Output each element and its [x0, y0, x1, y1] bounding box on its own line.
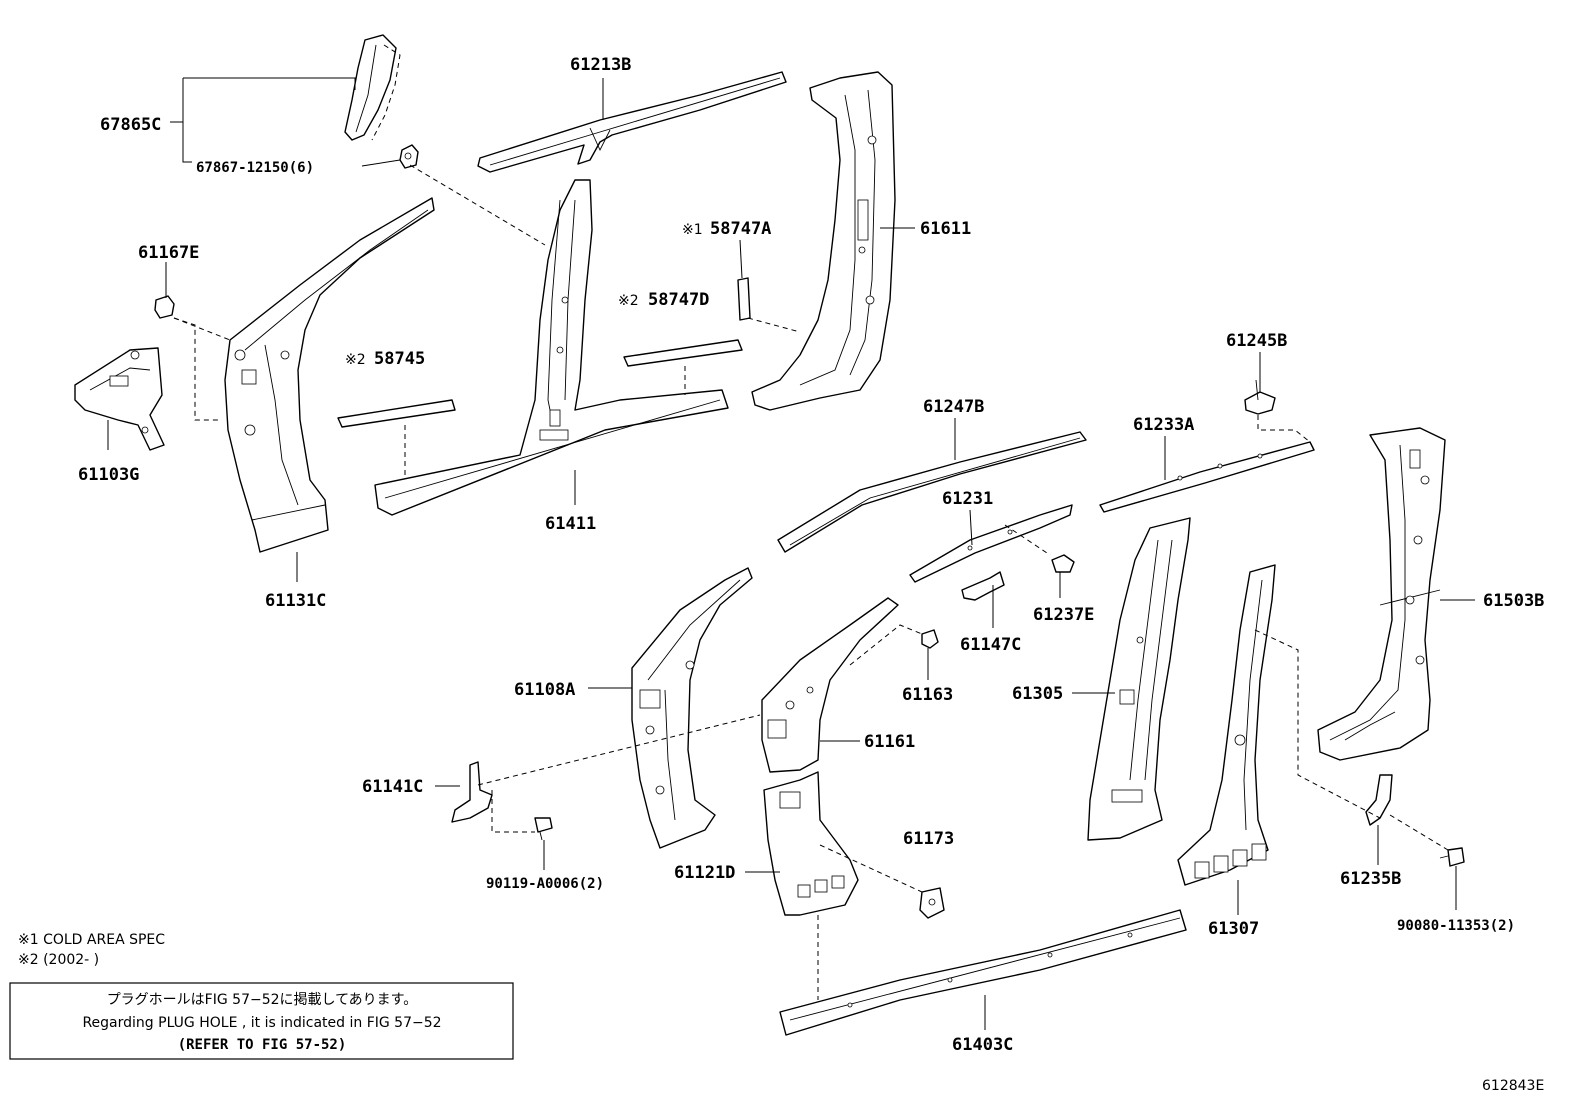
- part-61307: [1177, 564, 1276, 886]
- part-61173: [919, 887, 945, 919]
- label-90080: 90080-11353(2): [1397, 918, 1515, 934]
- part-61403c: [779, 909, 1187, 1036]
- label-61235b: 61235B: [1340, 869, 1401, 889]
- part-61131c: [224, 197, 435, 553]
- label-61237e: 61237E: [1033, 605, 1094, 625]
- plug-hole-info-box: プラグホールはFIG 57−52に掲載してあります。 Regarding PLU…: [9, 982, 514, 1060]
- label-58747a: 58747A: [710, 219, 771, 239]
- part-61103g: [74, 347, 165, 451]
- part-61141c: [451, 761, 493, 823]
- label-61247b: 61247B: [923, 397, 984, 417]
- label-67865c: 67865C: [100, 115, 161, 135]
- label-58745: 58745: [374, 349, 425, 369]
- part-61233a: [1099, 441, 1315, 513]
- label-61163: 61163: [902, 685, 953, 705]
- part-58747d: [623, 339, 743, 367]
- part-61121d: [763, 771, 859, 916]
- part-61147c: [961, 571, 1005, 601]
- part-61108a: [631, 567, 753, 849]
- assembly-lines: [173, 164, 1449, 1000]
- leader-lines: [107, 77, 1475, 1030]
- mark-58747a: ※1: [682, 222, 703, 238]
- part-61231: [909, 504, 1073, 583]
- info-line-jp: プラグホールはFIG 57−52に掲載してあります。: [107, 992, 418, 1008]
- label-61233a: 61233A: [1133, 415, 1194, 435]
- part-58745: [337, 399, 456, 428]
- part-67865c: [344, 34, 401, 141]
- label-61131c: 61131C: [265, 591, 326, 611]
- label-61161: 61161: [864, 732, 915, 752]
- mark-58747d: ※2: [618, 293, 639, 309]
- info-line-en: Regarding PLUG HOLE , it is indicated in…: [82, 1015, 441, 1031]
- label-90119: 90119-A0006(2): [486, 876, 604, 892]
- label-61141c: 61141C: [362, 777, 423, 797]
- note-cold-area: ※1 COLD AREA SPEC: [18, 932, 165, 948]
- label-67867: 67867-12150(6): [196, 160, 314, 176]
- part-61167e: [154, 295, 175, 319]
- label-61307: 61307: [1208, 919, 1259, 939]
- label-61108a: 61108A: [514, 680, 575, 700]
- part-61237e: [1051, 554, 1075, 573]
- label-61503b: 61503B: [1483, 591, 1544, 611]
- part-61611: [751, 71, 896, 411]
- part-61247b: [777, 431, 1087, 553]
- part-61213b: [477, 71, 787, 173]
- info-line-refer: (REFER TO FIG 57-52): [178, 1037, 347, 1053]
- part-90119-bolt: [534, 817, 553, 841]
- part-67867-clip: [399, 144, 419, 169]
- label-61305: 61305: [1012, 684, 1063, 704]
- label-61245b: 61245B: [1226, 331, 1287, 351]
- part-61503b: [1317, 427, 1446, 761]
- part-90080-bolt: [1439, 847, 1465, 867]
- label-61103g: 61103G: [78, 465, 139, 485]
- label-61147c: 61147C: [960, 635, 1021, 655]
- part-61305: [1087, 517, 1191, 841]
- part-61163: [921, 629, 939, 649]
- label-61167e: 61167E: [138, 243, 199, 263]
- label-61231: 61231: [942, 489, 993, 509]
- label-61411: 61411: [545, 514, 596, 534]
- part-61411: [374, 179, 729, 516]
- label-61213b: 61213B: [570, 55, 631, 75]
- label-61121d: 61121D: [674, 863, 735, 883]
- part-61161: [761, 597, 899, 773]
- diagram-reference: 612843E: [1482, 1078, 1544, 1094]
- label-61173: 61173: [903, 829, 954, 849]
- part-61235b: [1365, 774, 1393, 826]
- part-58747a: [737, 277, 751, 321]
- label-61403c: 61403C: [952, 1035, 1013, 1055]
- mark-58745: ※2: [345, 352, 366, 368]
- label-58747d: 58747D: [648, 290, 709, 310]
- label-61611: 61611: [920, 219, 971, 239]
- note-2002: ※2 (2002- ): [18, 952, 99, 968]
